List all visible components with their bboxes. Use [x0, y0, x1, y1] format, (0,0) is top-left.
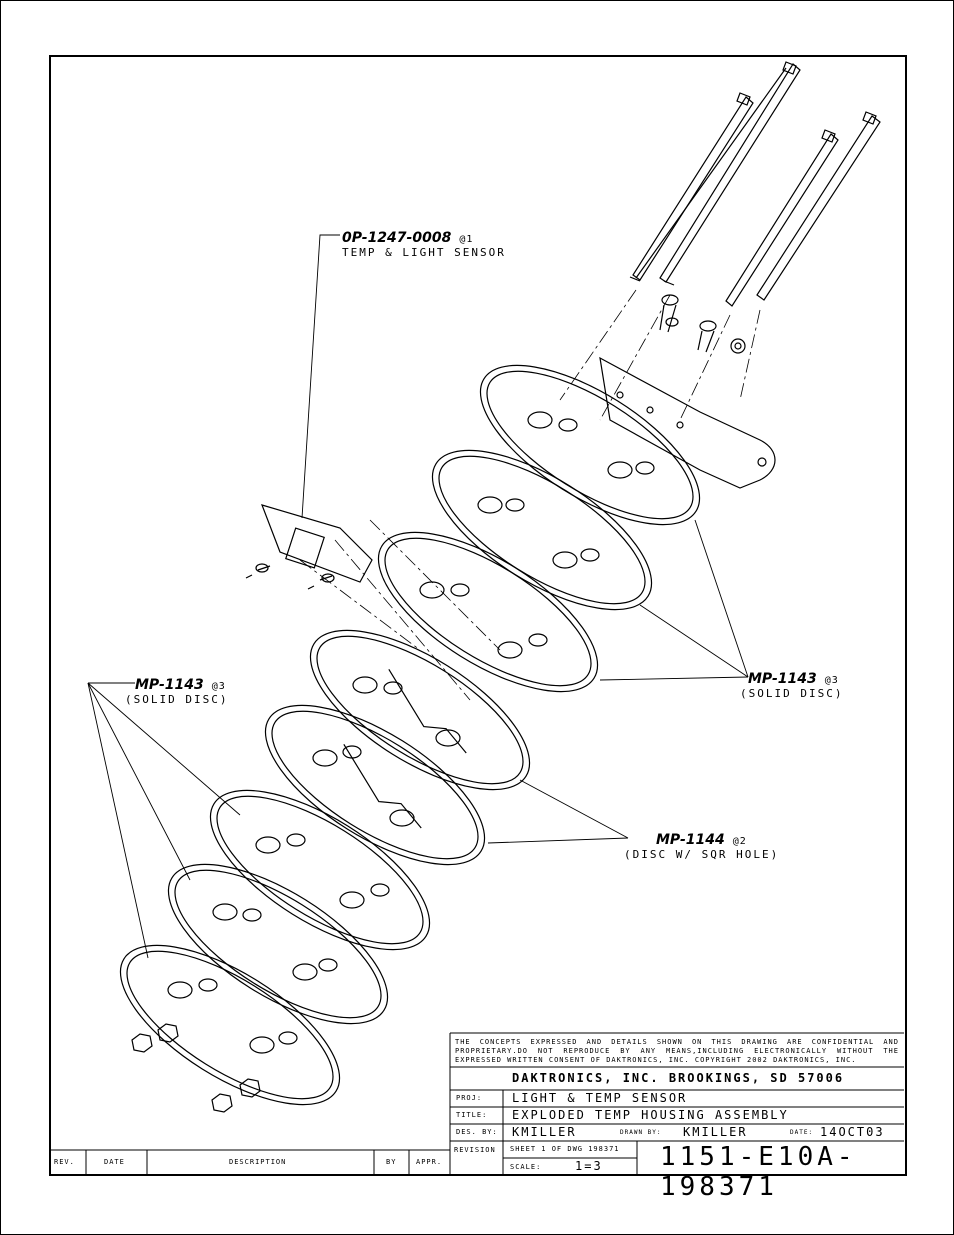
- callout-qty: @3: [211, 681, 226, 692]
- title-label: TITLE:: [456, 1111, 488, 1119]
- by-col-header: BY: [386, 1158, 397, 1166]
- confidentiality-notice: THE CONCEPTS EXPRESSED AND DETAILS SHOWN…: [455, 1038, 899, 1064]
- callout-part-number: MP-1143: [748, 671, 817, 687]
- callout-sensor: 0P-1247-0008 @1 TEMP & LIGHT SENSOR: [342, 227, 506, 259]
- callout-sqr-hole-disc: MP-1144 @2 (DISC W/ SQR HOLE): [624, 829, 779, 861]
- scale-value: 1=3: [575, 1159, 603, 1173]
- rev-col-header: REV.: [54, 1158, 75, 1166]
- des-by-label: DES. BY:: [456, 1128, 498, 1136]
- disc-stack: [119, 364, 701, 1106]
- drawing-title: EXPLODED TEMP HOUSING ASSEMBLY: [512, 1108, 789, 1122]
- mounting-bracket: [599, 356, 776, 489]
- callout-description: (SOLID DISC): [125, 693, 229, 706]
- date-col-header: DATE: [104, 1158, 125, 1166]
- callout-description: (SOLID DISC): [740, 687, 844, 700]
- callout-solid-disc-right: MP-1143 @3 (SOLID DISC): [740, 668, 843, 700]
- leader-lines: [87, 234, 749, 959]
- small-fasteners: [659, 294, 746, 354]
- designer: KMILLER: [512, 1125, 577, 1139]
- callout-qty: @1: [459, 234, 474, 245]
- assembly-axes: [299, 289, 761, 701]
- callout-qty: @3: [824, 675, 839, 686]
- long-bolts: [629, 61, 881, 307]
- callout-qty: @2: [732, 836, 747, 847]
- callout-part-number: 0P-1247-0008: [342, 230, 452, 246]
- sheet-label: SHEET 1 OF DWG 198371: [510, 1145, 620, 1153]
- callout-solid-disc-left: MP-1143 @3 (SOLID DISC): [125, 674, 228, 706]
- title-block-lines: [49, 1032, 904, 1174]
- appr-col-header: APPR.: [416, 1158, 443, 1166]
- company-name: DAKTRONICS, INC. BROOKINGS, SD 57006: [512, 1071, 845, 1085]
- project-name: LIGHT & TEMP SENSOR: [512, 1091, 688, 1105]
- drawing-number: 1151-E10A-198371: [660, 1142, 857, 1202]
- proj-label: PROJ:: [456, 1094, 483, 1102]
- scale-label: SCALE:: [510, 1163, 542, 1171]
- callout-description: (DISC W/ SQR HOLE): [624, 848, 780, 861]
- revision-label: REVISION: [454, 1146, 496, 1154]
- drawing-date: 14OCT03: [820, 1125, 885, 1139]
- hex-nuts: [131, 1023, 261, 1113]
- callout-part-number: MP-1144: [656, 832, 725, 848]
- drafter: KMILLER: [683, 1125, 748, 1139]
- callout-part-number: MP-1143: [135, 677, 204, 693]
- sensor-board: [245, 504, 373, 590]
- drawn-by-label: DRAWN BY:: [620, 1129, 662, 1136]
- description-col-header: DESCRIPTION: [229, 1158, 287, 1166]
- disc-standoffs: [167, 411, 655, 1054]
- date-label: DATE:: [790, 1129, 814, 1136]
- callout-description: TEMP & LIGHT SENSOR: [342, 246, 506, 259]
- drawing-frame: [49, 55, 907, 1176]
